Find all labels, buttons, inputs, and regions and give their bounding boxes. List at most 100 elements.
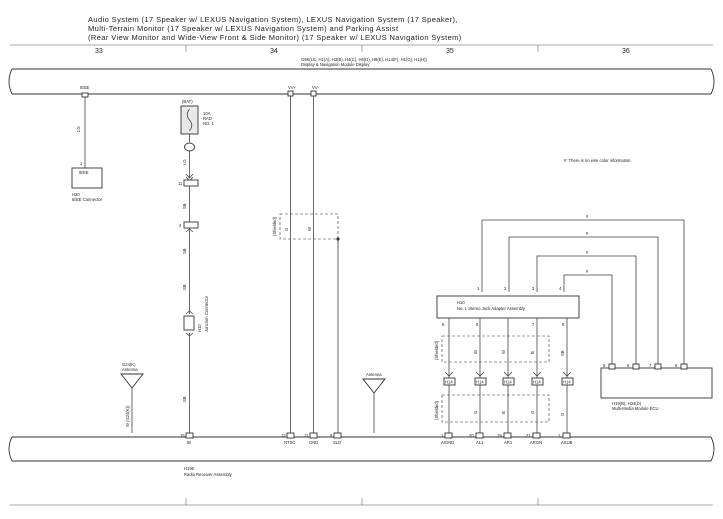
wire-color: SB bbox=[182, 284, 187, 290]
connector-pin bbox=[81, 92, 89, 98]
antenna-left-code: G24(K) bbox=[122, 362, 136, 367]
connector-code: H14 bbox=[504, 380, 512, 385]
antenna-center-name: Antenna bbox=[366, 372, 382, 377]
title-line-1: Audio System (17 Speaker w/ LEXUS Naviga… bbox=[88, 15, 458, 24]
connector-pin bbox=[286, 432, 295, 439]
wire-color: G bbox=[530, 411, 535, 414]
pin-number: 20 bbox=[469, 433, 474, 438]
connector-pin bbox=[475, 432, 484, 439]
adapter-name: No. 1 Stereo Jack Adapter Assembly bbox=[457, 306, 526, 311]
wire-color: LG bbox=[76, 126, 81, 132]
pin-label: AL1 bbox=[476, 440, 484, 445]
title-line-2: Multi-Terrain Monitor (17 Speaker w/ LEX… bbox=[88, 24, 399, 33]
column-number: 36 bbox=[622, 48, 630, 55]
wire-color: G bbox=[560, 413, 565, 416]
title-line-3: (Rear View Monitor and Wide-View Front &… bbox=[88, 33, 462, 42]
junction-name: Junction Connector bbox=[204, 295, 209, 332]
antenna-icon bbox=[362, 378, 386, 394]
junction-code: H10 bbox=[197, 324, 202, 332]
connector-chevron bbox=[503, 371, 513, 377]
connector-code: H14 bbox=[445, 380, 453, 385]
connector-pin bbox=[531, 377, 544, 386]
pin-number: 9 bbox=[330, 433, 333, 438]
shield-label: (Shielded) bbox=[434, 400, 439, 420]
connector-chevron bbox=[185, 310, 194, 315]
radio-receiver-name: Radio Receiver Assembly bbox=[184, 472, 233, 477]
adapter-code: H10 bbox=[457, 300, 465, 305]
wire-color: B bbox=[501, 411, 506, 414]
radio-receiver-code: H196 bbox=[184, 466, 195, 471]
connector-pin bbox=[444, 432, 453, 439]
multi-media-module-ecu bbox=[600, 367, 713, 399]
connector-pin bbox=[654, 363, 662, 370]
ieee-conn-name: IEEE Connector bbox=[72, 197, 103, 202]
ieee-conn-code: H20 bbox=[72, 192, 80, 197]
pin-number: 8 bbox=[562, 322, 565, 327]
pin-label: IB bbox=[187, 440, 191, 445]
fuse-element bbox=[186, 108, 193, 132]
pin-label: AR1 bbox=[504, 440, 513, 445]
fuse-tag: (BAT) bbox=[182, 99, 193, 104]
connector-pin bbox=[310, 90, 317, 97]
connector-oval bbox=[184, 142, 195, 152]
wire-mark: # bbox=[586, 231, 589, 236]
wire-loop-3 bbox=[536, 255, 637, 368]
wire-mark: # bbox=[586, 250, 589, 255]
pin-label: VV- bbox=[312, 85, 319, 90]
connector-pin bbox=[561, 377, 574, 386]
column-number: 33 bbox=[95, 48, 103, 55]
connector-pin bbox=[608, 363, 616, 370]
connector-pin bbox=[632, 363, 640, 370]
pin-number: 19 bbox=[497, 433, 502, 438]
connector-pin bbox=[443, 377, 456, 386]
connector-chevron bbox=[475, 371, 485, 377]
wire-color-note: #: There is no wire color information. bbox=[564, 158, 632, 163]
pin-number: 7 bbox=[649, 363, 652, 368]
pin-number: 6 bbox=[675, 363, 678, 368]
shield-label: (Shielded) bbox=[434, 340, 439, 360]
pin-number: 11 bbox=[178, 181, 183, 186]
connector-code: H14 bbox=[533, 380, 541, 385]
splice-point bbox=[336, 237, 340, 241]
pin-number: 11 bbox=[304, 433, 309, 438]
connector-code: H14 bbox=[476, 380, 484, 385]
pin-label: ASUB bbox=[561, 440, 573, 445]
connector-pin bbox=[502, 377, 515, 386]
wire-loop-4 bbox=[563, 274, 613, 368]
pin-number: 1 bbox=[558, 433, 561, 438]
connector-pin bbox=[287, 90, 294, 97]
pin-number: 1 bbox=[80, 161, 83, 166]
pin-label: NTSC bbox=[284, 440, 295, 445]
antenna-left-name: Antenna bbox=[122, 367, 138, 372]
pin-label: SLD bbox=[333, 440, 341, 445]
pin-label: ARGN bbox=[530, 440, 542, 445]
pin-label: GND bbox=[309, 440, 318, 445]
wire-loop-1 bbox=[481, 219, 685, 368]
pin-number: 4 bbox=[559, 286, 562, 291]
top-module-codes: G9K(U1, H1(A), H3(B), H4(C), H6(D), H8(E… bbox=[301, 57, 427, 62]
shield-box-left bbox=[279, 213, 339, 240]
radio-receiver-module bbox=[8, 436, 715, 462]
wire-color: W bbox=[501, 350, 506, 354]
pin-label: VV+ bbox=[288, 85, 297, 90]
connector-pin bbox=[680, 363, 688, 370]
fuse-num: NO. 1 bbox=[203, 121, 215, 126]
pin-number: 6 bbox=[442, 322, 445, 327]
pin-number: 15 bbox=[180, 433, 185, 438]
shield-label: (Shielded) bbox=[272, 216, 277, 236]
connector-chevron bbox=[562, 371, 572, 377]
fuse-amp: 10A bbox=[203, 111, 211, 116]
connector-pin bbox=[503, 432, 512, 439]
connector-chevron bbox=[444, 371, 454, 377]
connector-pin bbox=[474, 377, 487, 386]
ecu-code: H19(B), H34(D) bbox=[612, 401, 642, 406]
wire-color: SB bbox=[182, 248, 187, 254]
column-number: 35 bbox=[446, 48, 454, 55]
connector-pin bbox=[333, 432, 342, 439]
connector-pin bbox=[309, 432, 318, 439]
mid-connector-row: H14 H14 H14 H14 H14 bbox=[443, 371, 574, 386]
pin-number: 1 bbox=[477, 286, 480, 291]
connector-code: H14 bbox=[563, 380, 571, 385]
wire-color: W bbox=[307, 227, 312, 231]
